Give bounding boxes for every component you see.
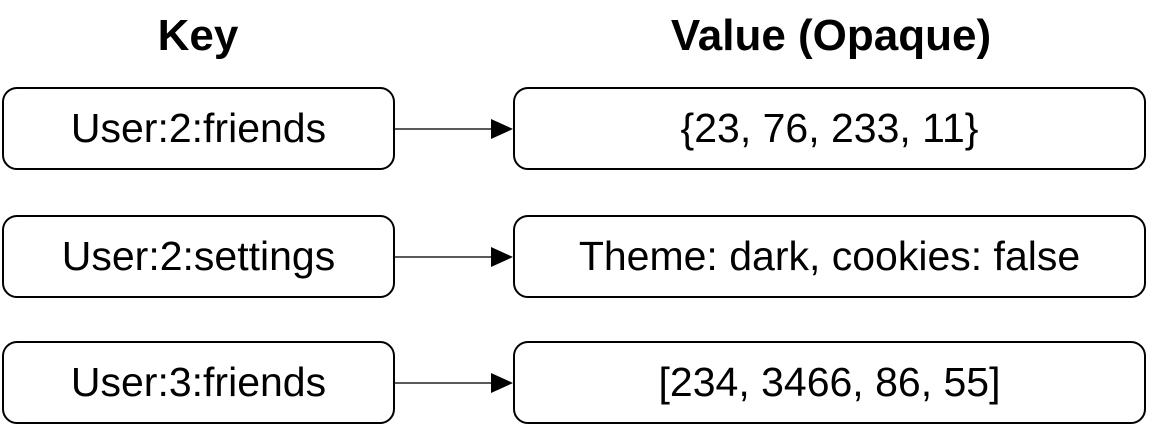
arrow-right-icon <box>395 368 513 398</box>
value-box: [234, 3466, 86, 55] <box>513 341 1146 424</box>
kv-row: User:3:friends [234, 3466, 86, 55] <box>0 341 1149 424</box>
key-box: User:3:friends <box>2 341 395 424</box>
arrow-right-icon <box>395 242 513 272</box>
kv-row: User:2:friends {23, 76, 233, 11} <box>0 87 1149 170</box>
value-box: Theme: dark, cookies: false <box>513 215 1146 298</box>
arrow-right-icon <box>395 114 513 144</box>
key-box: User:2:settings <box>2 215 395 298</box>
column-header-key: Key <box>157 11 239 60</box>
key-box: User:2:friends <box>2 87 395 170</box>
kv-row: User:2:settings Theme: dark, cookies: fa… <box>0 215 1149 298</box>
column-header-value: Value (Opaque) <box>670 11 992 60</box>
value-box: {23, 76, 233, 11} <box>513 87 1146 170</box>
